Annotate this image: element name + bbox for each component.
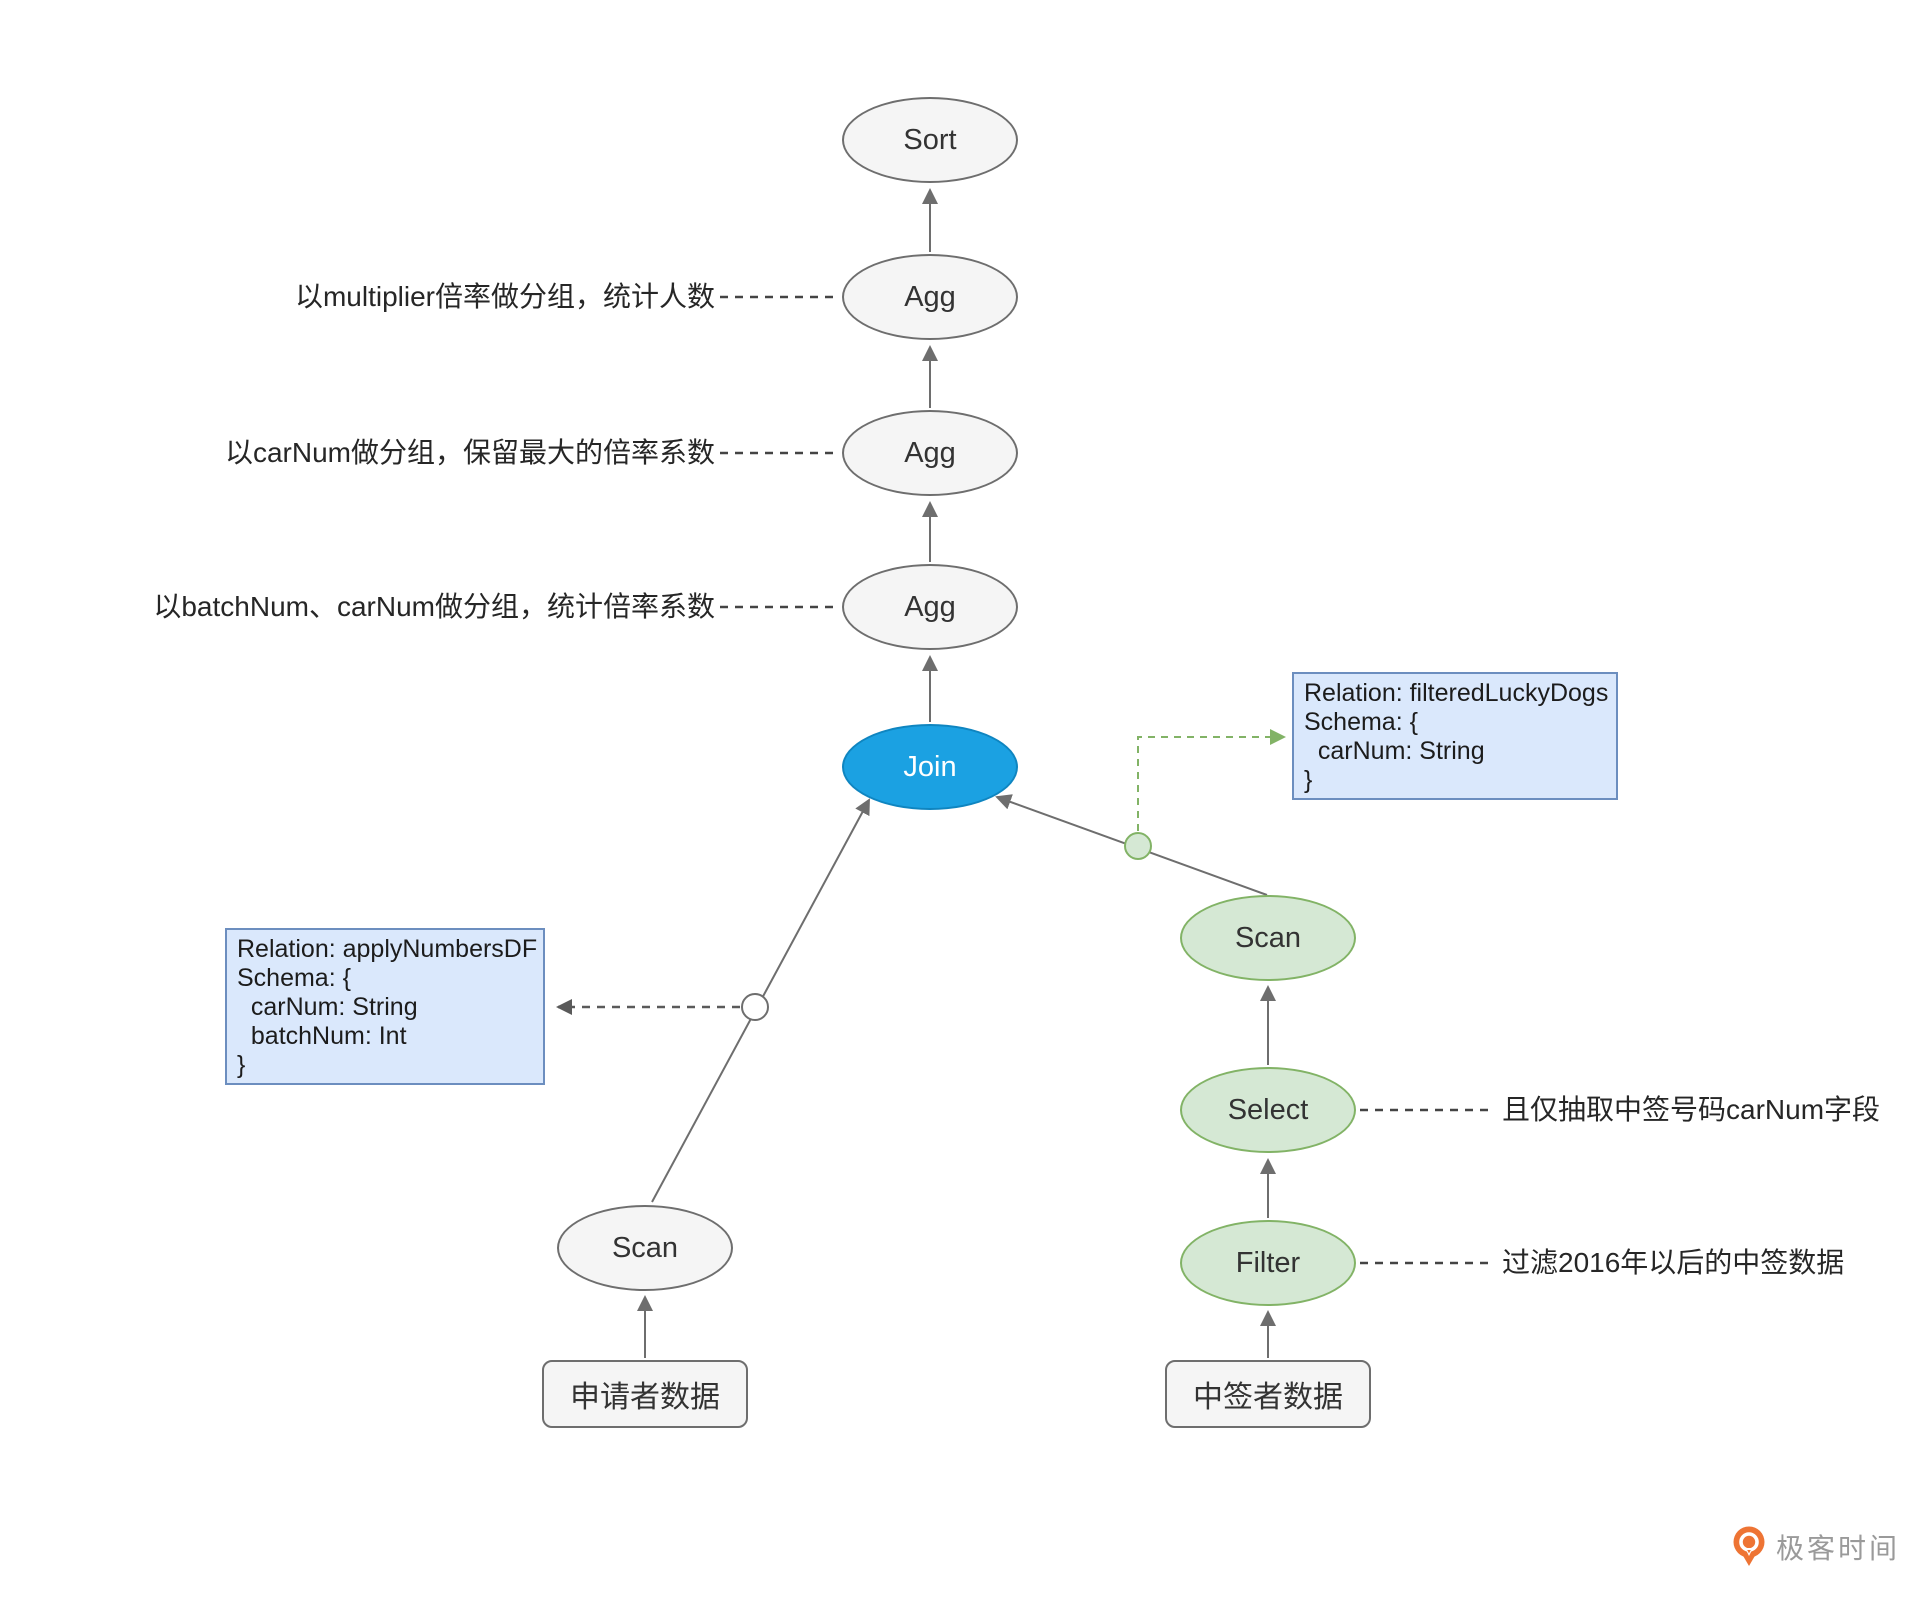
source-box-applicants: 申请者数据 <box>542 1360 748 1428</box>
node-agg-top: Agg <box>842 254 1018 340</box>
geektime-logo-icon <box>1733 1526 1765 1566</box>
connection-dot-left <box>741 993 769 1021</box>
annotation-filter: 过滤2016年以后的中签数据 <box>1502 1247 1845 1278</box>
node-scan-right: Scan <box>1180 895 1356 981</box>
schema-line: } <box>1304 766 1313 794</box>
node-agg-bottom: Agg <box>842 564 1018 650</box>
schema-line: carNum: String <box>237 993 418 1021</box>
schema-box-filtered-lucky-dogs: Relation: filteredLuckyDogs Schema: { ca… <box>1292 672 1618 800</box>
annotation-agg-bottom: 以batchNum、carNum做分组，统计倍率系数 <box>153 591 715 622</box>
schema-box-apply-numbers: Relation: applyNumbersDF Schema: { carNu… <box>225 928 545 1085</box>
node-join: Join <box>842 724 1018 810</box>
node-select: Select <box>1180 1067 1356 1153</box>
node-scan-left: Scan <box>557 1205 733 1291</box>
schema-line: Relation: applyNumbersDF <box>237 935 538 963</box>
node-agg-mid: Agg <box>842 410 1018 496</box>
geektime-logo-text: 极客时间 <box>1776 1533 1901 1564</box>
schema-line: carNum: String <box>1304 737 1485 765</box>
annotation-select: 且仅抽取中签号码carNum字段 <box>1502 1094 1881 1125</box>
annotation-agg-top: 以multiplier倍率做分组，统计人数 <box>294 281 715 312</box>
annotation-agg-mid: 以carNum做分组，保留最大的倍率系数 <box>224 437 715 468</box>
schema-line: Schema: { <box>237 964 351 992</box>
source-box-winners: 中签者数据 <box>1165 1360 1371 1428</box>
schema-line: batchNum: Int <box>237 1022 407 1050</box>
connection-dot-right <box>1124 832 1152 860</box>
node-filter: Filter <box>1180 1220 1356 1306</box>
schema-line: Schema: { <box>1304 708 1418 736</box>
node-sort: Sort <box>842 97 1018 183</box>
schema-line: } <box>237 1051 246 1079</box>
schema-line: Relation: filteredLuckyDogs <box>1304 679 1609 707</box>
geektime-logo: 极客时间 <box>1732 1526 1900 1568</box>
